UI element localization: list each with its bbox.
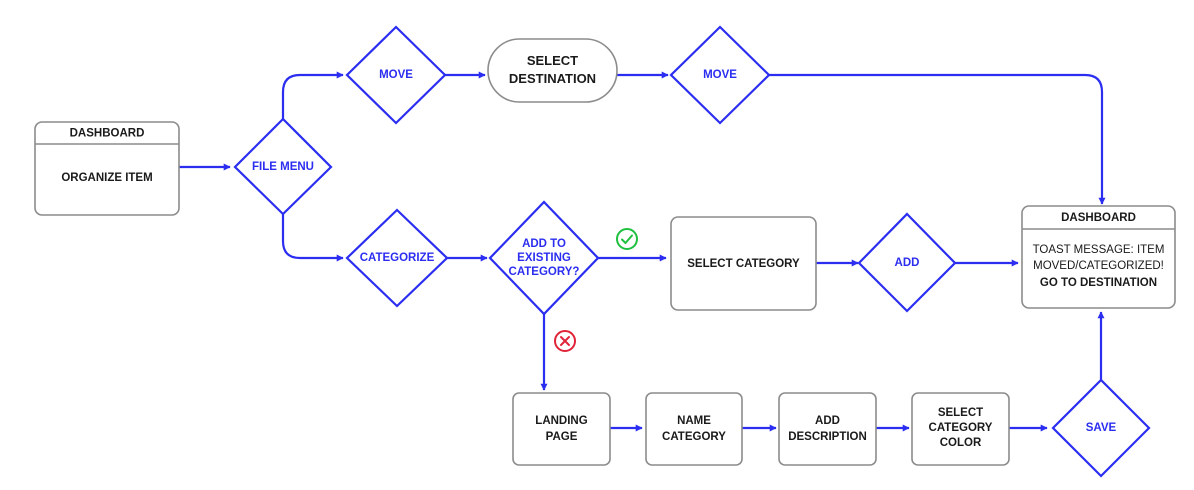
add-existing-line1: ADD TO: [522, 238, 566, 250]
dashboard-end-line2: MOVED/CATEGORIZED!: [1033, 260, 1164, 272]
move-2-label: MOVE: [703, 69, 737, 81]
add-existing-decision: ADD TO EXISTING CATEGORY?: [488, 200, 600, 316]
edge-file-menu-to-categorize: [281, 214, 344, 262]
add-description-line2: DESCRIPTION: [788, 431, 867, 443]
move-decision-1: MOVE: [345, 25, 447, 125]
move-1-label: MOVE: [379, 69, 413, 81]
select-destination-line1: SELECT: [527, 53, 578, 68]
name-category-line2: CATEGORY: [662, 431, 726, 443]
add-decision: ADD: [857, 212, 957, 313]
edge-move-to-dashboard: [769, 73, 1106, 205]
add-description-line1: ADD: [815, 415, 840, 427]
add-existing-line2: EXISTING: [517, 252, 571, 264]
categorize-label: CATEGORIZE: [360, 252, 435, 264]
landing-page-node: LANDING PAGE: [512, 392, 611, 466]
landing-page-line1: LANDING: [535, 415, 587, 427]
name-category-node: NAME CATEGORY: [645, 392, 743, 466]
edge-file-menu-to-move: [281, 71, 344, 119]
dashboard-end-line3: GO TO DESTINATION: [1040, 277, 1157, 289]
dashboard-start-header: DASHBOARD: [70, 128, 145, 140]
file-menu-label: FILE MENU: [252, 161, 314, 173]
select-color-line3: COLOR: [940, 437, 982, 449]
dashboard-end-line1: TOAST MESSAGE: ITEM: [1033, 244, 1165, 256]
select-destination-node: SELECT DESTINATION: [487, 38, 618, 103]
select-destination-line2: DESTINATION: [509, 71, 596, 86]
flow-connectors: [179, 71, 1106, 432]
select-color-node: SELECT CATEGORY COLOR: [911, 392, 1010, 466]
dashboard-start-node: DASHBOARD ORGANIZE ITEM: [34, 121, 180, 216]
file-menu-decision: FILE MENU: [233, 117, 333, 216]
select-color-line2: CATEGORY: [929, 422, 993, 434]
x-icon: [554, 330, 576, 352]
save-label: SAVE: [1086, 422, 1117, 434]
dashboard-end-node: DASHBOARD TOAST MESSAGE: ITEM MOVED/CATE…: [1021, 205, 1176, 309]
add-description-node: ADD DESCRIPTION: [778, 392, 877, 466]
add-existing-line3: CATEGORY?: [509, 266, 580, 278]
landing-page-line2: PAGE: [546, 431, 578, 443]
dashboard-start-body: ORGANIZE ITEM: [61, 172, 152, 184]
dashboard-end-header: DASHBOARD: [1061, 212, 1136, 224]
select-category-node: SELECT CATEGORY: [670, 216, 817, 311]
check-icon: [616, 228, 638, 250]
name-category-line1: NAME: [677, 415, 711, 427]
move-decision-2: MOVE: [669, 25, 771, 125]
select-category-label: SELECT CATEGORY: [687, 258, 800, 270]
categorize-decision: CATEGORIZE: [345, 208, 449, 308]
select-color-line1: SELECT: [938, 407, 983, 419]
save-decision: SAVE: [1051, 378, 1151, 478]
add-label: ADD: [895, 257, 920, 269]
